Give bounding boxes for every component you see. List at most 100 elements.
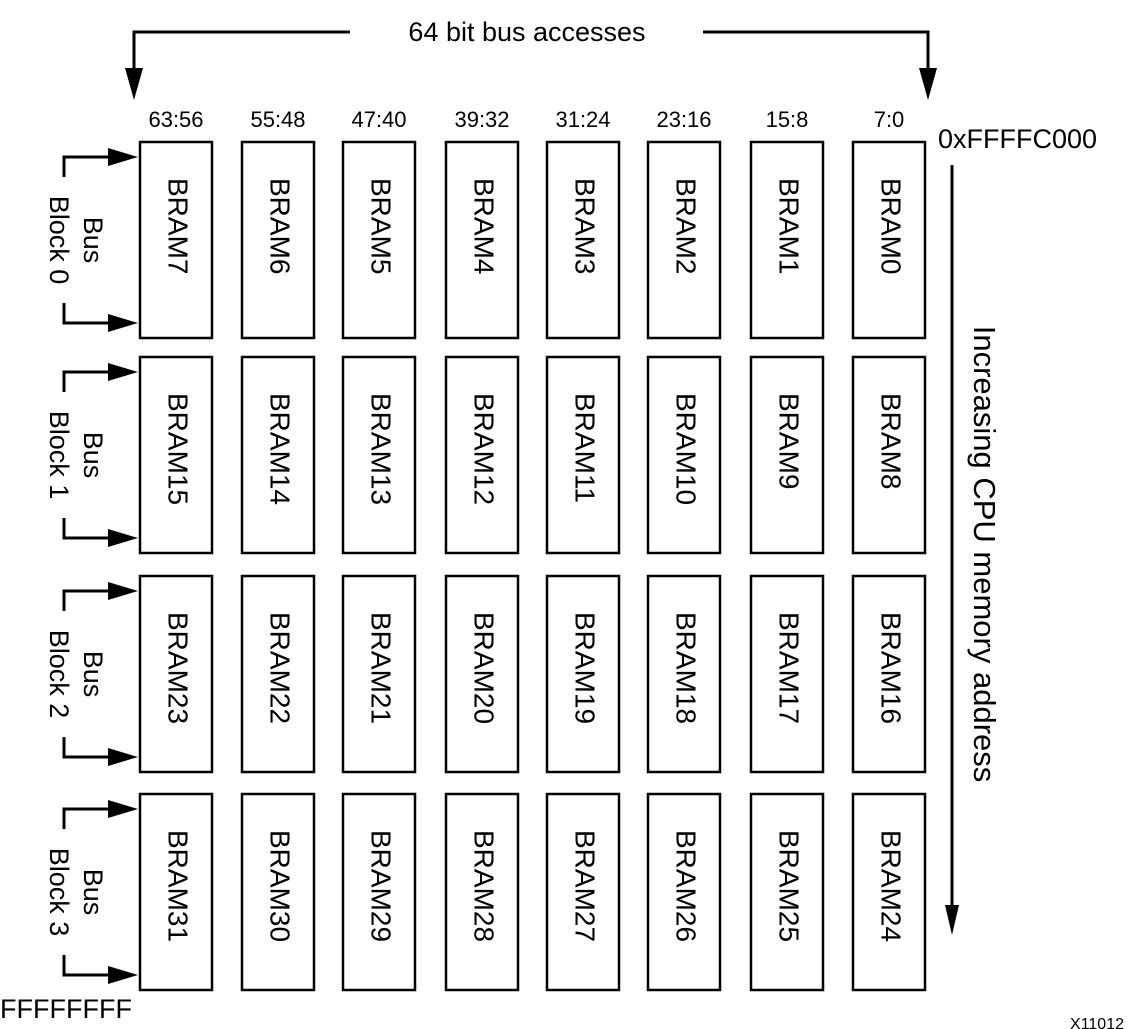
bram-box: BRAM27 <box>545 792 621 992</box>
bram-label: BRAM7 <box>163 178 194 274</box>
bus-block-bracket-bottom <box>62 737 118 759</box>
bram-box-outline <box>749 574 825 774</box>
bram-label: BRAM29 <box>366 830 397 942</box>
bram-label: BRAM12 <box>469 393 500 505</box>
address-axis: Increasing CPU memory address <box>945 165 1002 935</box>
bram-label: BRAM31 <box>163 830 194 942</box>
bram-box: BRAM11 <box>545 355 621 555</box>
bram-label: BRAM27 <box>570 830 601 942</box>
bram-box-outline <box>444 574 520 774</box>
bram-box-outline <box>341 792 417 992</box>
bram-box-outline <box>240 355 316 555</box>
bram-box: BRAM3 <box>545 140 621 340</box>
bram-label: BRAM20 <box>469 612 500 724</box>
figure-id: X11012 <box>1070 1016 1124 1029</box>
bram-box-outline <box>240 140 316 340</box>
bram-box-outline <box>646 355 722 555</box>
bus-block-arrowhead-bottom <box>108 314 138 332</box>
bram-label: BRAM0 <box>876 178 907 274</box>
bram-label: BRAM26 <box>671 830 702 942</box>
bus-block-label-number: Block 0 <box>44 196 74 285</box>
bit-range-label: 39:32 <box>454 107 509 132</box>
bram-box-outline <box>646 574 722 774</box>
address-axis-label: Increasing CPU memory address <box>967 326 1002 783</box>
bram-box-outline <box>749 140 825 340</box>
bram-box-outline <box>138 140 214 340</box>
bram-box-outline <box>341 355 417 555</box>
bram-box-outline <box>749 355 825 555</box>
bram-box-outline <box>646 140 722 340</box>
bram-box: BRAM14 <box>240 355 316 555</box>
bram-label: BRAM13 <box>366 393 397 505</box>
bram-label: BRAM10 <box>671 393 702 505</box>
bram-box: BRAM7 <box>138 140 214 340</box>
bus-block-arrowhead-top <box>108 582 138 600</box>
bram-box: BRAM0 <box>851 140 927 340</box>
bram-box-outline <box>444 792 520 992</box>
bus-block-label-number: Block 3 <box>44 848 74 937</box>
bram-box: BRAM24 <box>851 792 927 992</box>
bus-block-bracket-top <box>62 155 118 177</box>
bram-box-outline <box>545 140 621 340</box>
bram-box-outline <box>749 792 825 992</box>
bram-box-outline <box>851 355 927 555</box>
bram-box: BRAM21 <box>341 574 417 774</box>
bracket-right-arrowhead <box>919 68 937 100</box>
bram-box: BRAM30 <box>240 792 316 992</box>
bracket-left-line <box>132 30 350 80</box>
bram-box: BRAM15 <box>138 355 214 555</box>
bit-range-label: 63:56 <box>148 107 203 132</box>
bram-box-outline <box>851 792 927 992</box>
bram-label: BRAM28 <box>469 830 500 942</box>
bram-box-outline <box>545 574 621 774</box>
bram-box: BRAM31 <box>138 792 214 992</box>
bit-range-label: 7:0 <box>874 107 905 132</box>
bram-box: BRAM9 <box>749 355 825 555</box>
bram-label: BRAM25 <box>774 830 805 942</box>
bram-label: BRAM8 <box>876 393 907 489</box>
bram-box: BRAM12 <box>444 355 520 555</box>
bram-box: BRAM23 <box>138 574 214 774</box>
bus-block-arrowhead-bottom <box>108 529 138 547</box>
bram-box-outline <box>545 792 621 992</box>
bram-label: BRAM24 <box>876 830 907 942</box>
bit-range-label: 23:16 <box>656 107 711 132</box>
bus-block-arrowhead-top <box>108 363 138 381</box>
bus-block-arrowhead-bottom <box>108 966 138 984</box>
bram-box: BRAM29 <box>341 792 417 992</box>
bus-block-bracket-bottom <box>62 518 118 540</box>
bram-box-outline <box>138 574 214 774</box>
bram-box: BRAM28 <box>444 792 520 992</box>
bram-box: BRAM16 <box>851 574 927 774</box>
bram-box-outline <box>851 574 927 774</box>
bram-box: BRAM17 <box>749 574 825 774</box>
bram-box-outline <box>240 574 316 774</box>
bram-label: BRAM14 <box>265 393 296 505</box>
bus-block-label-bus: Bus <box>78 651 108 698</box>
bus-block-label-bus: Bus <box>78 432 108 479</box>
bram-label: BRAM6 <box>265 178 296 274</box>
bram-label: BRAM21 <box>366 612 397 724</box>
bus-block-label-number: Block 1 <box>44 411 74 500</box>
bram-label: BRAM30 <box>265 830 296 942</box>
bram-label: BRAM4 <box>469 178 500 274</box>
bracket-right-line <box>703 30 930 80</box>
bram-box: BRAM10 <box>646 355 722 555</box>
bus-block-arrowhead-bottom <box>108 748 138 766</box>
bram-box-outline <box>341 140 417 340</box>
bus-block-bracket-top <box>62 807 118 829</box>
bram-box: BRAM18 <box>646 574 722 774</box>
bram-box: BRAM13 <box>341 355 417 555</box>
bram-label: BRAM1 <box>774 178 805 274</box>
bit-range-label: 31:24 <box>555 107 610 132</box>
bram-label: BRAM22 <box>265 612 296 724</box>
bracket-left-arrowhead <box>125 68 143 100</box>
bus-block-arrowhead-top <box>108 148 138 166</box>
bram-box: BRAM4 <box>444 140 520 340</box>
bus-block-label-number: Block 2 <box>44 630 74 719</box>
